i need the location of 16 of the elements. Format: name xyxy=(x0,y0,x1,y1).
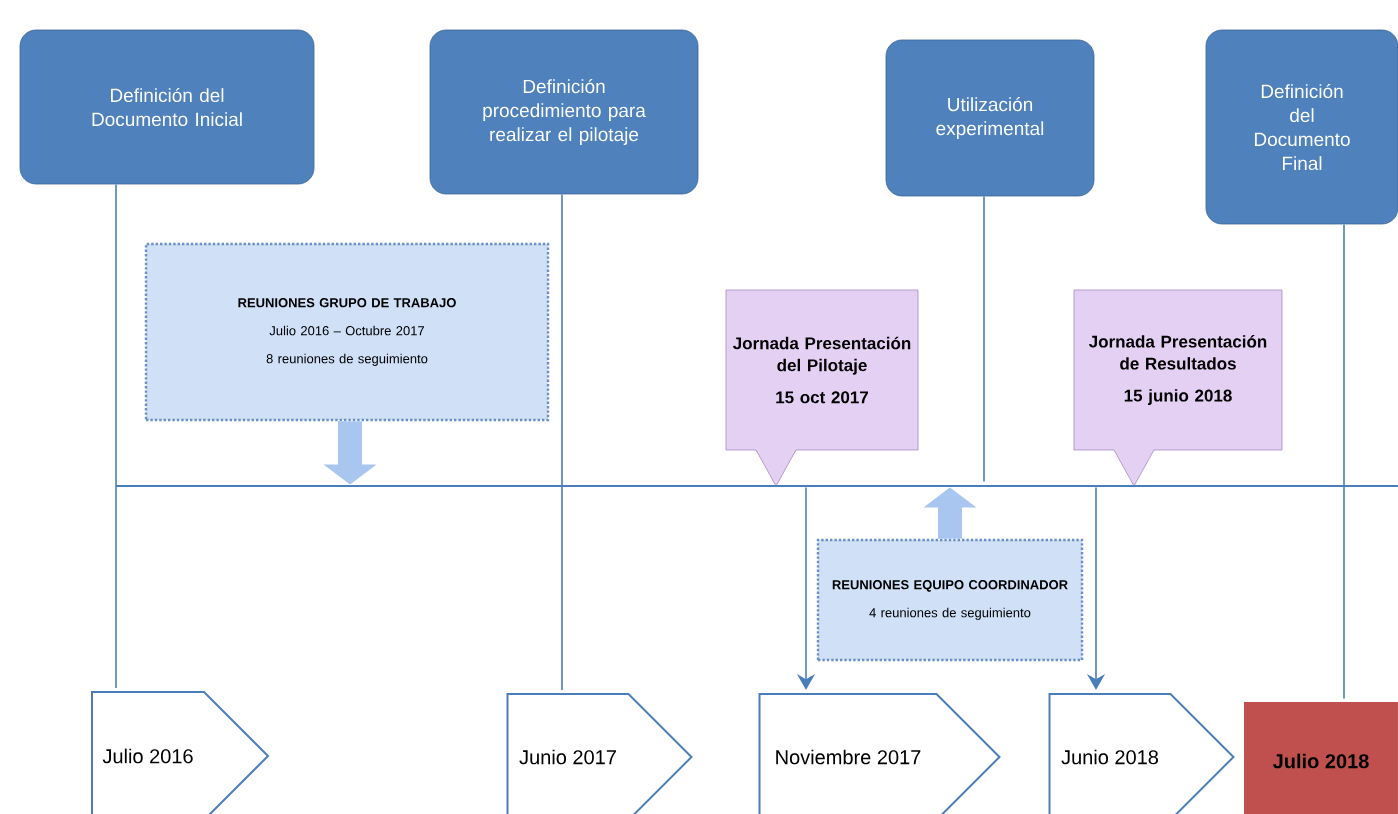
date-tag: Junio 2018 xyxy=(1048,693,1235,814)
connector-line xyxy=(115,183,117,689)
milestone-box: Definición del Documento Final xyxy=(1205,29,1398,225)
milestone-box: Utilización experimental xyxy=(885,39,1095,197)
event-callout: Jornada Presentación del Pilotaje 15 oct 2017 xyxy=(725,289,919,487)
event-callout: Jornada Presentación de Resultados 15 junio 2018 xyxy=(1073,289,1283,487)
date-tag: Julio 2016 xyxy=(91,691,270,814)
timeline-bar xyxy=(116,485,1398,487)
date-box: Julio 2018 xyxy=(1244,702,1398,814)
connector-line xyxy=(983,195,985,483)
date-tag: Junio 2017 xyxy=(506,693,693,814)
milestone-box: Definición procedimiento para realizar el pilotaje xyxy=(429,29,699,195)
milestone-box: Definición del Documento Inicial xyxy=(19,29,315,185)
connector-line xyxy=(561,193,563,691)
connector-line xyxy=(1343,223,1345,700)
date-tag: Noviembre 2017 xyxy=(758,693,1001,814)
